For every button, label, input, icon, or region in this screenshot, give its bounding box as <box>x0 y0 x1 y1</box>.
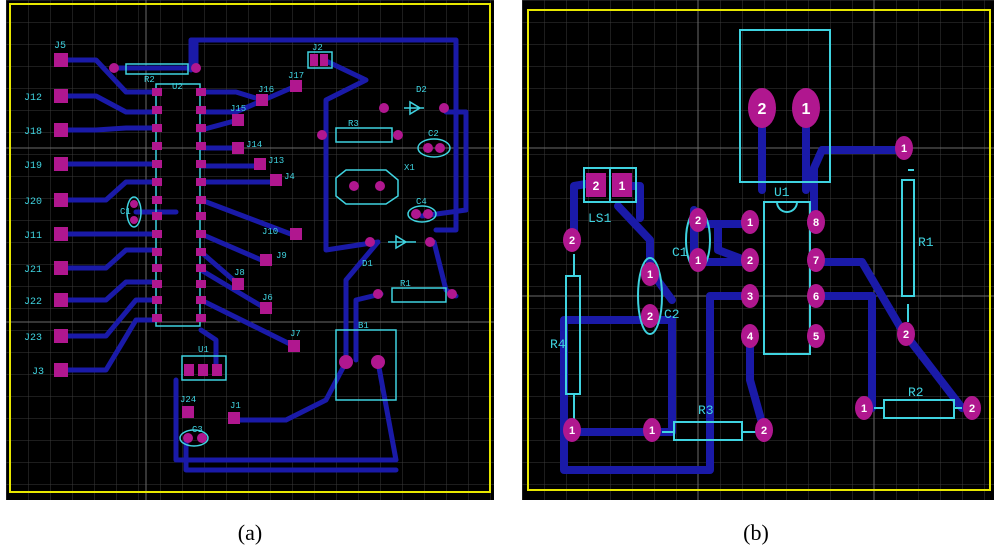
connector-pads-a <box>54 53 68 377</box>
label-j6: J6 <box>262 293 273 303</box>
caption-b: (b) <box>743 520 769 545</box>
label-c1-b: C1 <box>672 245 688 260</box>
label-j18: J18 <box>24 127 42 138</box>
label-c3: C3 <box>192 425 203 435</box>
u2-pads <box>152 88 206 322</box>
c1-pin-2: 2 <box>695 215 701 227</box>
label-u1-b: U1 <box>774 185 790 200</box>
label-j11: J11 <box>24 231 42 242</box>
u1-pin-7: 7 <box>813 255 819 267</box>
label-j1: J1 <box>230 401 241 411</box>
c2-pin-2: 2 <box>647 311 653 323</box>
label-j24: J24 <box>180 395 196 405</box>
u1-pin-8: 8 <box>813 217 819 229</box>
label-c2: C2 <box>428 129 439 139</box>
label-j7: J7 <box>290 329 301 339</box>
r4-pin-2: 2 <box>569 235 575 247</box>
r1-pin-2: 2 <box>903 329 909 341</box>
label-b1: B1 <box>358 321 369 331</box>
pcb-b-canvas: U1 LS1 C1 C2 R1 R2 R3 R4 2 1 2 1 1 2 3 4… <box>522 0 994 500</box>
u1-pin-5: 5 <box>813 331 819 343</box>
u1-pads-b: 1 2 3 4 8 7 6 5 <box>741 210 825 348</box>
board-outline <box>9 3 491 493</box>
b1-outline <box>335 329 397 401</box>
label-c1: C1 <box>120 207 131 217</box>
label-j15: J15 <box>230 104 246 114</box>
u1-outline-b <box>763 201 811 355</box>
connector-labels-a: J5 J12 J18 J19 J20 J11 J21 J22 J23 J3 <box>24 41 66 378</box>
label-u2: U2 <box>172 82 183 92</box>
r1-pin-1: 1 <box>901 143 907 155</box>
label-j12: J12 <box>24 93 42 104</box>
label-j3: J3 <box>32 367 44 378</box>
u1-pin-6: 6 <box>813 291 819 303</box>
pcb-a-canvas: J5 J12 J18 J19 J20 J11 J21 J22 J23 J3 <box>6 0 494 500</box>
label-r1-b: R1 <box>918 235 934 250</box>
label-c2-b: C2 <box>664 307 680 322</box>
label-d1: D1 <box>362 259 373 269</box>
u1-pin-2: 2 <box>747 255 753 267</box>
label-j19: J19 <box>24 161 42 172</box>
label-r4-b: R4 <box>550 337 566 352</box>
label-j14: J14 <box>246 140 262 150</box>
r1-outline <box>901 179 915 297</box>
component-pads-a <box>109 54 457 443</box>
passive-pads-b: 2 1 1 2 1 2 1 2 1 2 2 1 <box>563 136 981 442</box>
r3-pin-1: 1 <box>649 425 655 437</box>
label-j2: J2 <box>312 43 323 53</box>
label-j8: J8 <box>234 268 245 278</box>
board-outline-b <box>527 9 991 491</box>
label-j20: J20 <box>24 197 42 208</box>
pcb-layout-a: J5 J12 J18 J19 J20 J11 J21 J22 J23 J3 <box>6 0 494 500</box>
label-r1: R1 <box>400 279 411 289</box>
r4-pin-1: 1 <box>569 425 575 437</box>
relay-pads: 2 1 <box>748 88 820 128</box>
label-j23: J23 <box>24 333 42 344</box>
c1-pin-1: 1 <box>695 255 701 267</box>
label-j16: J16 <box>258 85 274 95</box>
label-u1: U1 <box>198 345 209 355</box>
label-j5: J5 <box>54 41 66 52</box>
label-j10: J10 <box>262 227 278 237</box>
label-d2: D2 <box>416 85 427 95</box>
traces <box>58 37 469 473</box>
r2-pin-1: 1 <box>861 403 867 415</box>
r2-pin-2: 2 <box>969 403 975 415</box>
traces-b <box>560 114 966 474</box>
label-r2: R2 <box>144 75 155 85</box>
label-j22: J22 <box>24 297 42 308</box>
label-j4: J4 <box>284 172 295 182</box>
component-labels-a: R2 U2 J2 J17 J16 J15 J14 J13 J4 J10 J9 J… <box>120 43 439 435</box>
label-x1: X1 <box>404 163 415 173</box>
c2-pin-1: 1 <box>647 269 653 281</box>
relay-outline <box>739 29 831 183</box>
label-j13: J13 <box>268 156 284 166</box>
label-j21: J21 <box>24 265 42 276</box>
relay-pin-1: 1 <box>802 101 811 118</box>
u1-pin-1: 1 <box>747 217 753 229</box>
pcb-layout-b: U1 LS1 C1 C2 R1 R2 R3 R4 2 1 2 1 1 2 3 4… <box>522 0 994 500</box>
u1-pin-4: 4 <box>747 331 754 343</box>
u1-pin-3: 3 <box>747 291 753 303</box>
ls1-pin-1: 1 <box>619 179 626 193</box>
ls1-pin-2: 2 <box>593 179 600 193</box>
label-r3-b: R3 <box>698 403 714 418</box>
label-ls1: LS1 <box>588 211 612 226</box>
relay-pin-2: 2 <box>758 101 767 118</box>
label-j9: J9 <box>276 251 287 261</box>
label-r2-b: R2 <box>908 385 924 400</box>
ls1-pads: 2 1 <box>586 173 632 197</box>
caption-a: (a) <box>237 520 263 545</box>
u2-outline <box>155 83 201 327</box>
label-c4: C4 <box>416 197 427 207</box>
u1-outline <box>181 355 227 381</box>
silk-labels-b: U1 LS1 C1 C2 R1 R2 R3 R4 <box>550 185 934 418</box>
label-j17: J17 <box>288 71 304 81</box>
r3-pin-2: 2 <box>761 425 767 437</box>
silkscreen <box>125 51 451 447</box>
label-r3: R3 <box>348 119 359 129</box>
